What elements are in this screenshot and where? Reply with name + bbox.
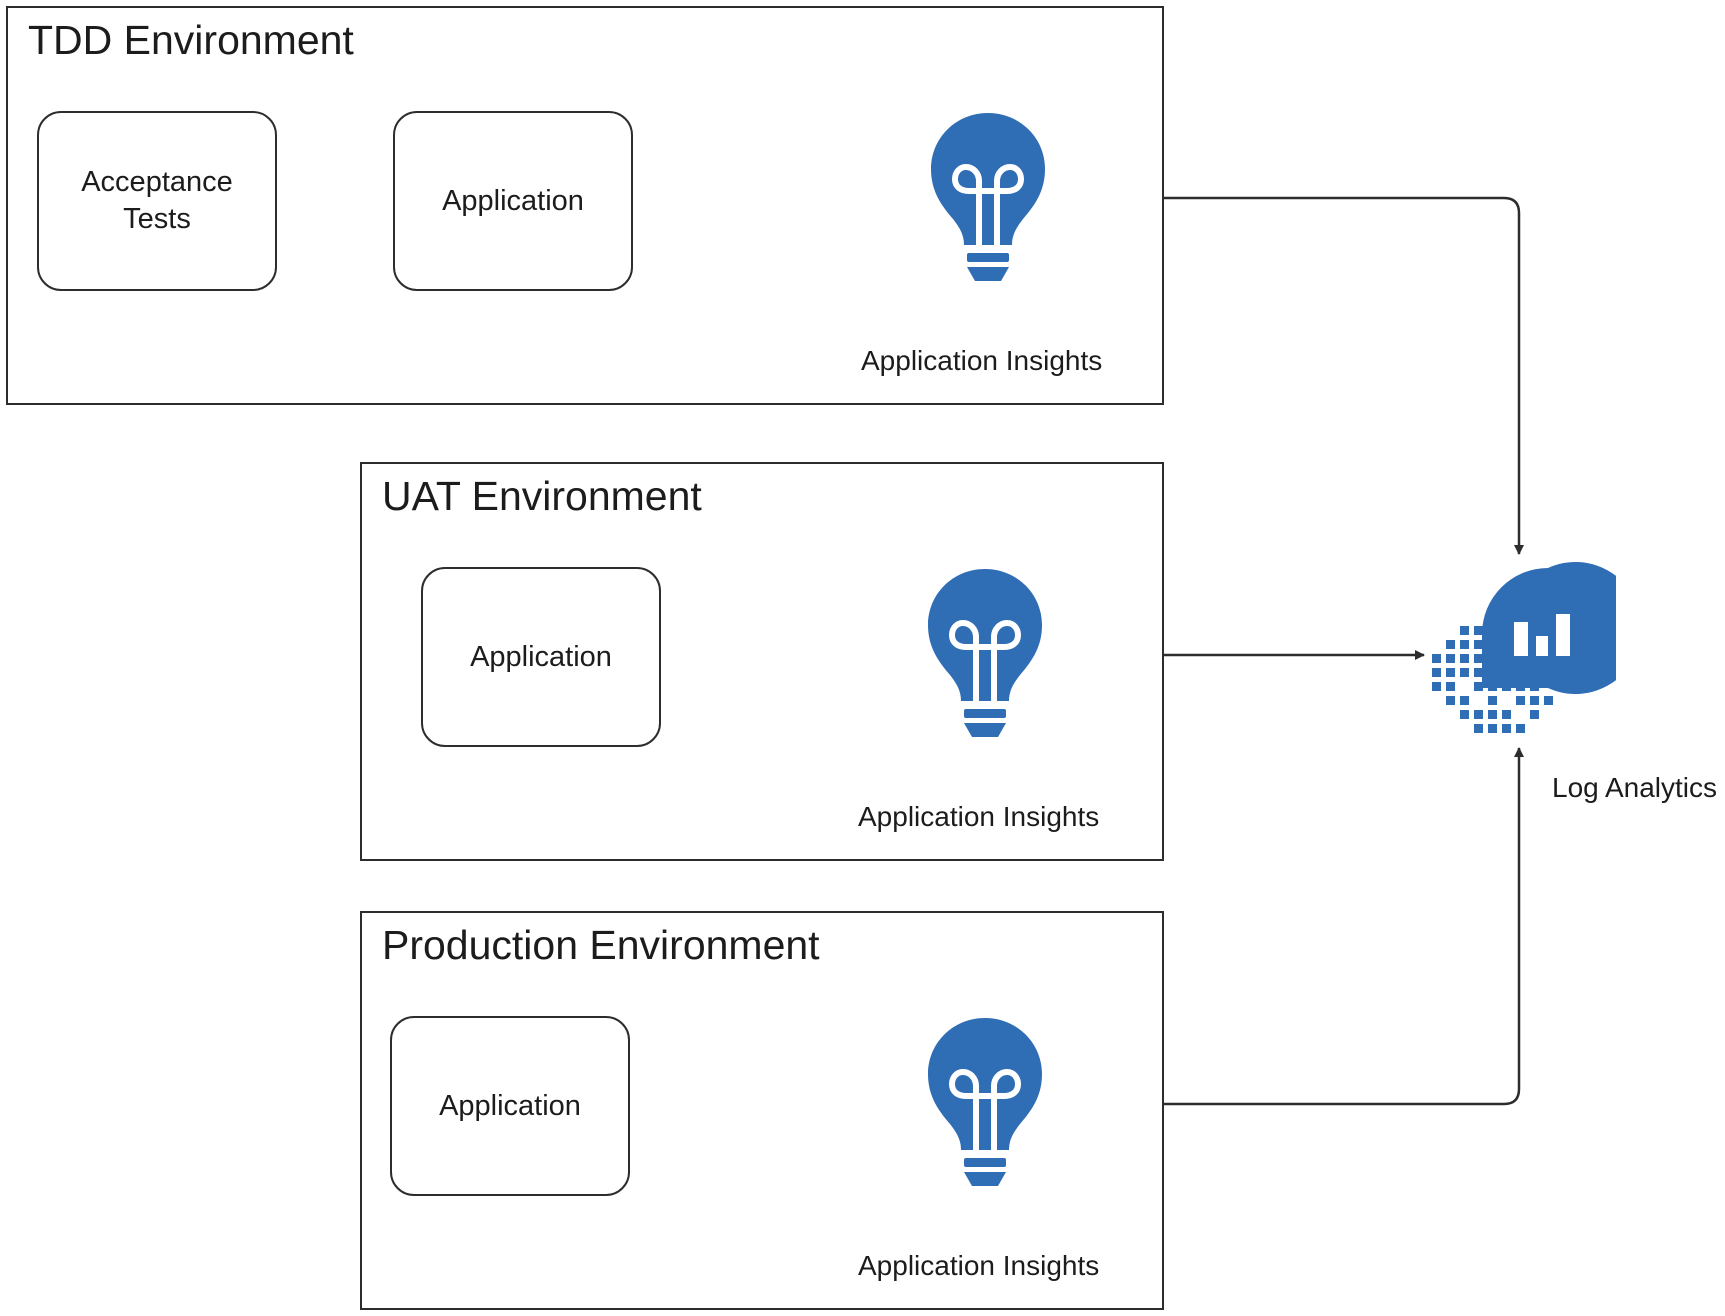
application-box: Application <box>393 111 633 291</box>
box-label: Acceptance Tests <box>81 166 233 235</box>
application-box: Application <box>421 567 661 747</box>
application-insights-label: Application Insights <box>858 801 1100 832</box>
environment-title: TDD Environment <box>28 17 354 63</box>
environment-title: UAT Environment <box>382 473 702 519</box>
application-box: Application <box>390 1016 630 1196</box>
box-label: Application <box>439 1089 581 1122</box>
acceptance-tests-box: Acceptance Tests <box>37 111 277 291</box>
application-insights-label: Application Insights <box>861 345 1103 376</box>
lightbulb-icon <box>926 567 1044 743</box>
lightbulb-icon <box>929 111 1047 287</box>
production-environment: Production Environment Application Appli… <box>360 911 1164 1310</box>
tdd-environment: TDD Environment Acceptance Tests Applica… <box>6 6 1164 405</box>
lightbulb-icon <box>926 1016 1044 1192</box>
environment-title: Production Environment <box>382 922 820 968</box>
log-analytics-icon <box>1424 562 1616 748</box>
box-label: Application <box>442 184 584 217</box>
log-analytics-label: Log Analytics <box>1552 772 1717 803</box>
box-label: Application <box>470 640 612 673</box>
uat-environment: UAT Environment Application Application … <box>360 462 1164 861</box>
application-insights-label: Application Insights <box>858 1250 1100 1281</box>
